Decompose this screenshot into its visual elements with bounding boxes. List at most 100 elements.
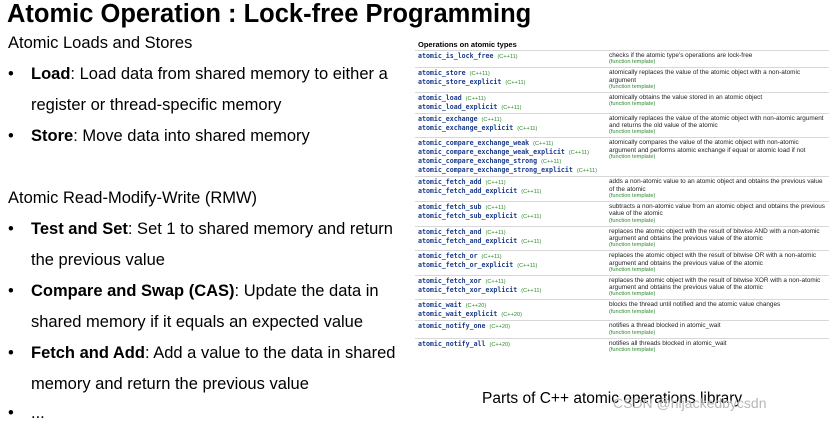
function-name: atomic_exchange xyxy=(418,114,478,123)
function-names-cell: atomic_notify_all(C++20) xyxy=(415,337,606,356)
operation-description: adds a non-atomic value to an atomic obj… xyxy=(609,178,823,193)
description-cell: atomically compares the value of the ato… xyxy=(606,137,829,177)
function-template-note: (function template) xyxy=(609,129,656,136)
description-cell: atomically obtains the value stored in a… xyxy=(606,91,829,114)
function-name-link[interactable]: atomic_wait_explicit(C++20) xyxy=(418,310,603,319)
function-name: atomic_store_explicit xyxy=(418,78,502,87)
version-tag: (C++11) xyxy=(521,238,542,245)
function-names-cell: atomic_wait(C++20)atomic_wait_explicit(C… xyxy=(415,299,606,321)
version-tag: (C++20) xyxy=(489,324,511,331)
table-row: atomic_wait(C++20)atomic_wait_explicit(C… xyxy=(415,299,829,321)
function-template-note: (function template) xyxy=(609,59,656,66)
table-row: atomic_load(C++11)atomic_load_explicit(C… xyxy=(415,91,829,114)
function-name-link[interactable]: atomic_wait(C++20) xyxy=(418,301,603,310)
version-tag: (C++11) xyxy=(497,54,518,60)
cas-description-1: : Update the data in xyxy=(234,282,379,300)
function-name: atomic_exchange_explicit xyxy=(418,123,514,132)
function-name-link[interactable]: atomic_fetch_xor_explicit(C++11) xyxy=(418,286,603,295)
function-name: atomic_fetch_add xyxy=(418,178,482,187)
table-row: atomic_is_lock_free(C++11)checks if the … xyxy=(415,49,829,68)
operation-description: replaces the atomic object with the resu… xyxy=(609,227,820,242)
function-name: atomic_is_lock_free xyxy=(418,52,494,60)
function-name-link[interactable]: atomic_fetch_or(C++11) xyxy=(418,252,603,261)
function-name-link[interactable]: atomic_fetch_and_explicit(C++11) xyxy=(418,237,603,246)
function-name-link[interactable]: atomic_store(C++11) xyxy=(418,69,603,78)
tas-description-2: the previous value xyxy=(31,251,165,269)
version-tag: (C++11) xyxy=(541,159,562,166)
version-tag: (C++11) xyxy=(485,278,506,285)
version-tag: (C++11) xyxy=(469,71,490,78)
function-name: atomic_notify_all xyxy=(418,339,486,348)
term-load: Load xyxy=(31,65,71,83)
function-name-link[interactable]: atomic_store_explicit(C++11) xyxy=(418,78,603,87)
function-name: atomic_fetch_or_explicit xyxy=(418,261,514,270)
function-name-link[interactable]: atomic_fetch_sub_explicit(C++11) xyxy=(418,212,603,221)
function-name-link[interactable]: atomic_fetch_add(C++11) xyxy=(418,178,603,187)
function-name: atomic_fetch_sub_explicit xyxy=(418,212,518,221)
function-template-note: (function template) xyxy=(609,154,656,161)
term-store: Store xyxy=(31,127,74,145)
table-row: atomic_fetch_xor(C++11)atomic_fetch_xor_… xyxy=(415,274,829,300)
function-name-link[interactable]: atomic_notify_one(C++20) xyxy=(418,322,603,331)
description-cell: subtracts a non-atomic value from an ato… xyxy=(606,201,829,227)
bullet-test-and-set: Test and Set: Set 1 to shared memory and… xyxy=(31,220,393,239)
version-tag: (C++20) xyxy=(501,312,522,319)
version-tag: (C++11) xyxy=(485,205,506,212)
version-tag: (C++11) xyxy=(485,180,506,187)
version-tag: (C++11) xyxy=(481,116,502,123)
function-name-link[interactable]: atomic_exchange_explicit(C++11) xyxy=(418,124,603,133)
function-name-link[interactable]: atomic_fetch_or_explicit(C++11) xyxy=(418,261,603,270)
table-row: atomic_notify_all(C++20)notifies all thr… xyxy=(415,337,829,356)
function-name-link[interactable]: atomic_compare_exchange_strong(C++11) xyxy=(418,157,603,166)
table-heading: Operations on atomic types xyxy=(418,40,517,49)
function-names-cell: atomic_compare_exchange_weak(C++11)atomi… xyxy=(415,137,606,177)
function-template-note: (function template) xyxy=(609,101,656,108)
function-name-link[interactable]: atomic_notify_all(C++20) xyxy=(418,340,603,349)
function-template-note: (function template) xyxy=(609,242,656,249)
version-tag: (C++11) xyxy=(465,95,486,102)
function-template-note: (function template) xyxy=(609,193,656,200)
section-heading-rmw: Atomic Read-Modify-Write (RMW) xyxy=(8,189,258,207)
version-tag: (C++11) xyxy=(568,150,589,157)
term-cas: Compare and Swap (CAS) xyxy=(31,282,235,300)
version-tag: (C++11) xyxy=(576,168,597,175)
function-name-link[interactable]: atomic_compare_exchange_weak_explicit(C+… xyxy=(418,148,603,157)
function-template-note: (function template) xyxy=(609,347,656,354)
function-name: atomic_load_explicit xyxy=(418,102,498,111)
function-name-link[interactable]: atomic_fetch_sub(C++11) xyxy=(418,203,603,212)
page-title: Atomic Operation : Lock-free Programming xyxy=(7,0,532,28)
function-name-link[interactable]: atomic_compare_exchange_weak(C++11) xyxy=(418,139,603,148)
operation-description: atomically replaces the value of the ato… xyxy=(609,114,824,130)
description-cell: replaces the atomic object with the resu… xyxy=(606,225,829,251)
function-name-link[interactable]: atomic_fetch_and(C++11) xyxy=(418,228,603,237)
version-tag: (C++11) xyxy=(517,263,538,270)
function-name-link[interactable]: atomic_exchange(C++11) xyxy=(418,115,603,124)
table-row: atomic_notify_one(C++20)notifies a threa… xyxy=(415,320,829,339)
function-name: atomic_compare_exchange_strong xyxy=(418,157,538,166)
function-name-link[interactable]: atomic_compare_exchange_strong_explicit(… xyxy=(418,166,603,175)
version-tag: (C++11) xyxy=(521,189,542,196)
function-name-link[interactable]: atomic_fetch_xor(C++11) xyxy=(418,277,603,286)
function-name-link[interactable]: atomic_fetch_add_explicit(C++11) xyxy=(418,187,603,196)
function-name-link[interactable]: atomic_is_lock_free(C++11) xyxy=(418,52,603,61)
table-row: atomic_store(C++11)atomic_store_explicit… xyxy=(415,67,829,93)
description-cell: blocks the thread until notified and the… xyxy=(606,299,829,321)
operation-description: replaces the atomic object with the resu… xyxy=(609,252,817,267)
faa-description-2: memory and return the previous value xyxy=(31,375,309,393)
function-template-note: (function template) xyxy=(609,217,656,224)
function-name: atomic_notify_one xyxy=(418,322,486,331)
function-template-note: (function template) xyxy=(609,83,656,90)
operation-description: atomically compares the value of the ato… xyxy=(609,139,806,154)
term-test-and-set: Test and Set xyxy=(31,220,128,238)
load-description-1: : Load data from shared memory to either… xyxy=(70,65,388,83)
function-name-link[interactable]: atomic_load(C++11) xyxy=(418,94,603,103)
function-name: atomic_fetch_sub xyxy=(418,203,482,212)
version-tag: (C++11) xyxy=(517,125,538,132)
function-names-cell: atomic_exchange(C++11)atomic_exchange_ex… xyxy=(415,112,606,138)
description-cell: adds a non-atomic value to an atomic obj… xyxy=(606,176,829,202)
function-name-link[interactable]: atomic_load_explicit(C++11) xyxy=(418,103,603,112)
operations-table: atomic_is_lock_free(C++11)checks if the … xyxy=(415,49,829,356)
bullet-marker: • xyxy=(8,404,14,422)
term-fetch-and-add: Fetch and Add xyxy=(31,344,145,362)
function-names-cell: atomic_fetch_sub(C++11)atomic_fetch_sub_… xyxy=(415,201,606,227)
